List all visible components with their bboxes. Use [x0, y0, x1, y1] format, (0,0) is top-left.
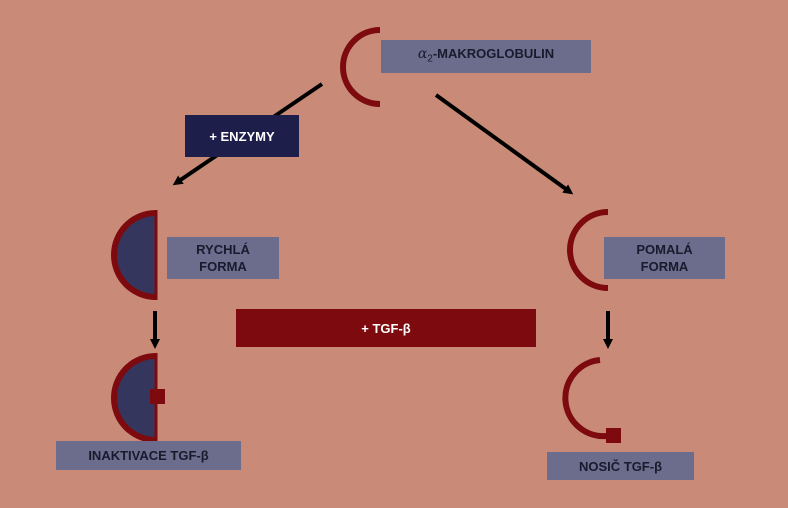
carrier-arc: [562, 357, 608, 440]
arrow-to-slow-form: [434, 93, 574, 195]
alpha-subscript: 2: [427, 53, 433, 65]
enzymes-label: + ENZYMY: [185, 115, 299, 157]
fast-form-shape: [114, 213, 156, 297]
slow-form-label: POMALÁ FORMA: [604, 237, 725, 279]
tgf-label: + TGF-β: [236, 309, 536, 347]
macroglobulin-arc: [340, 27, 381, 107]
slow-form-arc: [567, 209, 609, 291]
tgf-square-bound: [150, 389, 165, 404]
tgf-square-carried: [606, 428, 621, 443]
macroglobulin-label: α2-MAKROGLOBULIN: [381, 40, 591, 73]
fast-form-arc: [111, 210, 157, 300]
inactivation-label: INAKTIVACE TGF-β: [56, 441, 241, 470]
carrier-label: NOSIČ TGF-β: [547, 452, 694, 480]
inactivated-arc: [111, 353, 157, 443]
macroglobulin-text: -MAKROGLOBULIN: [432, 46, 555, 62]
fast-form-label: RYCHLÁ FORMA: [167, 237, 279, 279]
alpha-symbol: α: [417, 46, 428, 63]
inactivated-shape: [114, 356, 156, 440]
